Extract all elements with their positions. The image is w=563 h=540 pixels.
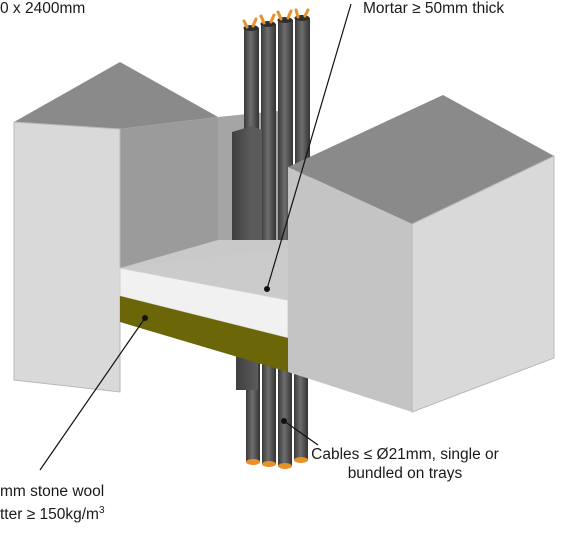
stone-wool-label: mm stone wool tter ≥ 150kg/m3 bbox=[0, 482, 105, 524]
stone-wool-label-density: tter ≥ 150kg/m bbox=[0, 506, 99, 524]
mortar-layer bbox=[119, 240, 289, 339]
leader-lines bbox=[39, 3, 352, 471]
stone-wool-label-line2: tter ≥ 150kg/m3 bbox=[0, 501, 105, 524]
leader-dots bbox=[142, 286, 287, 424]
stone-wool-label-line1: mm stone wool bbox=[0, 483, 105, 500]
mortar-label: Mortar ≥ 50mm thick bbox=[363, 0, 505, 17]
stone-wool-label-superscript: 3 bbox=[98, 505, 105, 516]
left-wall bbox=[13, 62, 218, 393]
cables-label-line1: Cables ≤ Ø21mm, single or bbox=[311, 446, 499, 463]
cables-label-line2: bundled on trays bbox=[347, 465, 463, 482]
opening-size-label: 0 x 2400mm bbox=[0, 0, 86, 17]
mortar-leader-line bbox=[266, 3, 352, 290]
cables-label: Cables ≤ Ø21mm, single or bundled on tra… bbox=[300, 445, 510, 483]
right-wall bbox=[288, 95, 555, 413]
stone-wool-leader-line bbox=[39, 317, 146, 471]
stone-wool-layer bbox=[120, 296, 288, 372]
cables-leader-line bbox=[283, 420, 319, 446]
cable-cores-icon bbox=[242, 8, 310, 29]
